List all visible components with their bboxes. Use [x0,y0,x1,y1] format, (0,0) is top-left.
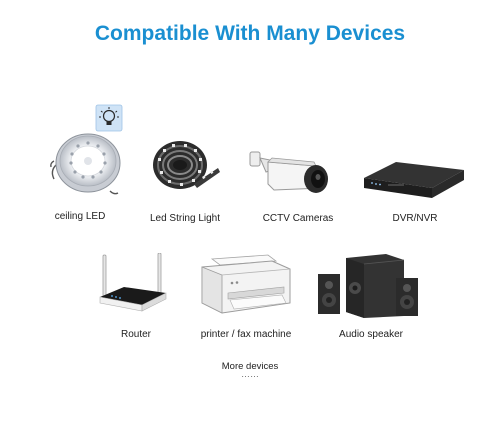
device-label-dvr-nvr: DVR/NVR [392,213,438,224]
led-strip-icon [153,141,220,189]
device-led-strip [150,138,220,196]
device-label-router: Router [120,329,151,340]
more-devices-dots: …… [241,369,259,379]
device-printer [198,253,294,319]
speaker-icon [318,254,418,318]
device-label-cctv-camera: CCTV Cameras [262,213,334,224]
device-speaker [316,250,420,320]
device-router [98,253,168,315]
page-title: Compatible With Many Devices [94,22,406,45]
ceiling-led-icon [50,104,123,195]
device-label-speaker: Audio speaker [339,329,403,340]
device-label-ceiling-led: ceiling LED [54,211,106,222]
device-cctv-camera [248,148,330,200]
device-dvr-nvr [362,158,466,200]
device-label-printer: printer / fax machine [200,329,292,340]
printer-icon [201,254,291,314]
dvr-nvr-icon [364,162,464,198]
more-devices-label: More devices [221,361,279,372]
router-icon [99,253,167,312]
cctv-camera-icon [249,151,328,193]
device-ceiling-led [48,103,138,198]
device-label-led-strip: Led String Light [149,213,221,224]
